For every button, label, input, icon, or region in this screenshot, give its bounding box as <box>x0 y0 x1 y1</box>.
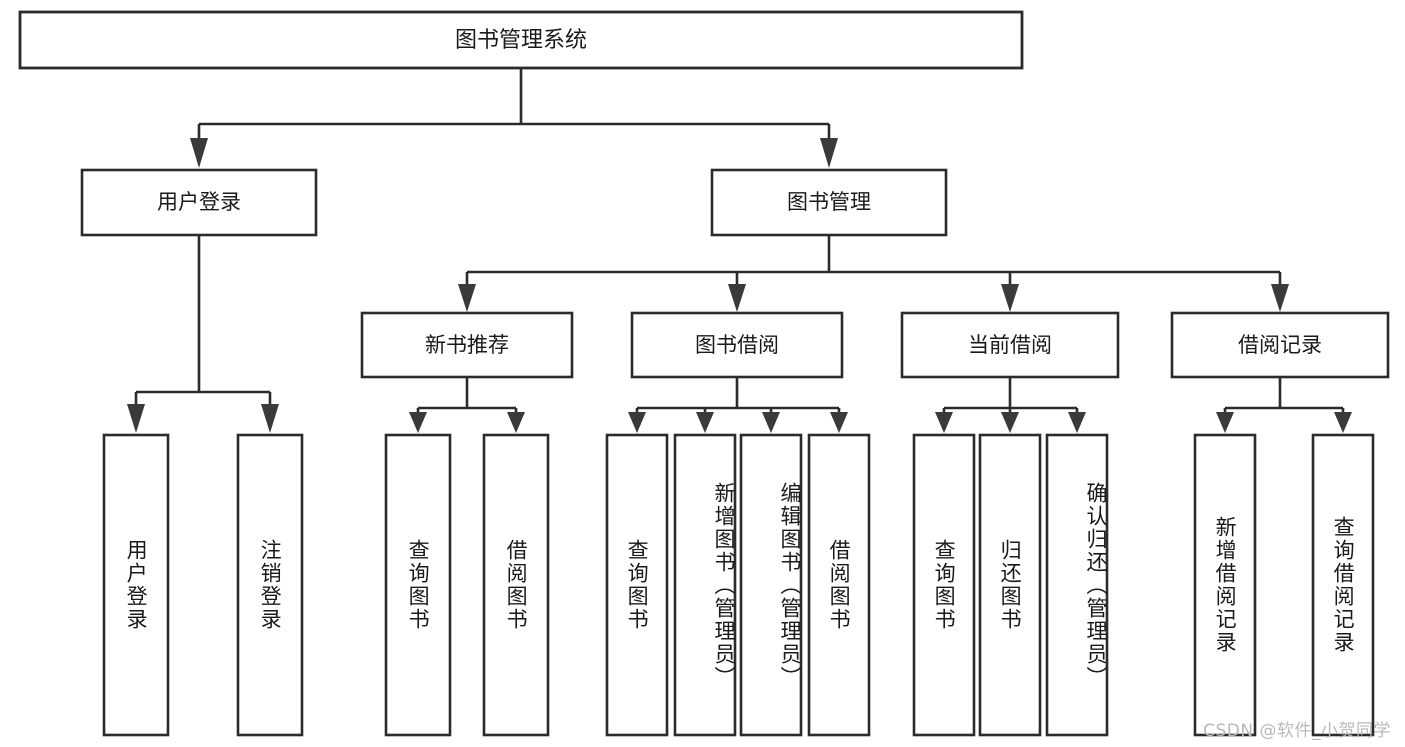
leaf-box-bb-borrow-book[interactable] <box>807 433 871 737</box>
connector-group-borrow-record <box>1216 377 1352 433</box>
arrowhead-nb-borrow <box>507 412 525 433</box>
leaf-boxes-new-book-recommend <box>384 433 550 737</box>
node-current-borrow[interactable]: 当前借阅 <box>900 311 1120 379</box>
node-new-book-recommend-label: 新书推荐 <box>425 333 509 357</box>
leaf-box-bb-add-book[interactable] <box>673 433 737 737</box>
csdn-watermark: CSDN @软件_小贺同学 <box>1203 721 1391 741</box>
leaf-box-nb-query-book[interactable] <box>384 433 452 737</box>
leaf-box-cb-confirm-return[interactable] <box>1045 433 1109 737</box>
connector-group-book-borrow <box>628 377 848 433</box>
leaf-box-br-add-record[interactable] <box>1193 433 1257 737</box>
node-book-borrow-box[interactable] <box>630 311 844 379</box>
leaf-box-bb-query-book[interactable] <box>605 433 669 737</box>
node-book-borrow-label: 图书借阅 <box>695 333 779 357</box>
arrowhead-borrow-record <box>1271 284 1289 312</box>
leaf-box-cb-return-book[interactable] <box>978 433 1042 737</box>
arrowhead-book-borrow <box>728 284 746 312</box>
node-new-book-recommend[interactable]: 新书推荐 <box>360 311 574 379</box>
arrowhead-cb-return <box>1001 412 1019 433</box>
connector-group-root <box>190 68 838 168</box>
node-root-box[interactable] <box>18 10 1024 70</box>
node-user-login-label: 用户登录 <box>157 190 241 214</box>
node-borrow-record[interactable]: 借阅记录 <box>1170 311 1390 379</box>
node-borrow-record-label: 借阅记录 <box>1238 333 1322 357</box>
node-user-login-box[interactable] <box>80 168 318 237</box>
node-user-login[interactable]: 用户登录 <box>80 168 318 237</box>
node-book-management-box[interactable] <box>710 168 948 237</box>
arrowhead-bb-add <box>696 412 714 433</box>
node-book-borrow[interactable]: 图书借阅 <box>630 311 844 379</box>
node-root-system[interactable]: 图书管理系统 <box>18 10 1024 70</box>
arrowhead-user-login <box>190 138 208 168</box>
arrowhead-br-add <box>1216 412 1234 433</box>
arrowhead-br-query <box>1334 412 1352 433</box>
arrowhead-current-borrow <box>1001 284 1019 312</box>
leaf-boxes-borrow-record <box>1193 433 1375 737</box>
arrowhead-book-manage <box>820 138 838 168</box>
node-current-borrow-box[interactable] <box>900 311 1120 379</box>
arrowhead-new-book <box>458 284 476 312</box>
arrowhead-cb-confirm <box>1068 412 1086 433</box>
leaf-box-br-query-record[interactable] <box>1311 433 1375 737</box>
arrowhead-leaf-logout <box>261 404 279 433</box>
node-current-borrow-label: 当前借阅 <box>968 333 1052 357</box>
leaf-boxes-current-borrow <box>912 433 1109 737</box>
leaf-box-logout[interactable] <box>236 433 304 737</box>
leaf-box-cb-query-book[interactable] <box>912 433 976 737</box>
arrowhead-bb-edit <box>762 412 780 433</box>
node-new-book-recommend-box[interactable] <box>360 311 574 379</box>
arrowhead-leaf-user-login <box>127 404 145 433</box>
node-book-management[interactable]: 图书管理 <box>710 168 948 237</box>
leaf-box-user-login[interactable] <box>102 433 170 737</box>
arrowhead-cb-query <box>935 412 953 433</box>
leaf-boxes-book-borrow <box>605 433 871 737</box>
connector-group-user-login <box>127 235 279 433</box>
connector-group-new-book <box>409 377 525 433</box>
arrowhead-bb-borrow <box>830 412 848 433</box>
node-borrow-record-box[interactable] <box>1170 311 1390 379</box>
arrowhead-bb-query <box>628 412 646 433</box>
connector-group-book-manage <box>458 235 1289 312</box>
node-book-management-label: 图书管理 <box>787 190 871 214</box>
leaf-box-nb-borrow-book[interactable] <box>482 433 550 737</box>
connector-group-current-borrow <box>935 377 1086 433</box>
arrowhead-nb-query <box>409 412 427 433</box>
node-root-label: 图书管理系统 <box>455 28 587 53</box>
leaf-boxes-user-login <box>102 433 304 737</box>
leaf-box-bb-edit-book[interactable] <box>739 433 803 737</box>
